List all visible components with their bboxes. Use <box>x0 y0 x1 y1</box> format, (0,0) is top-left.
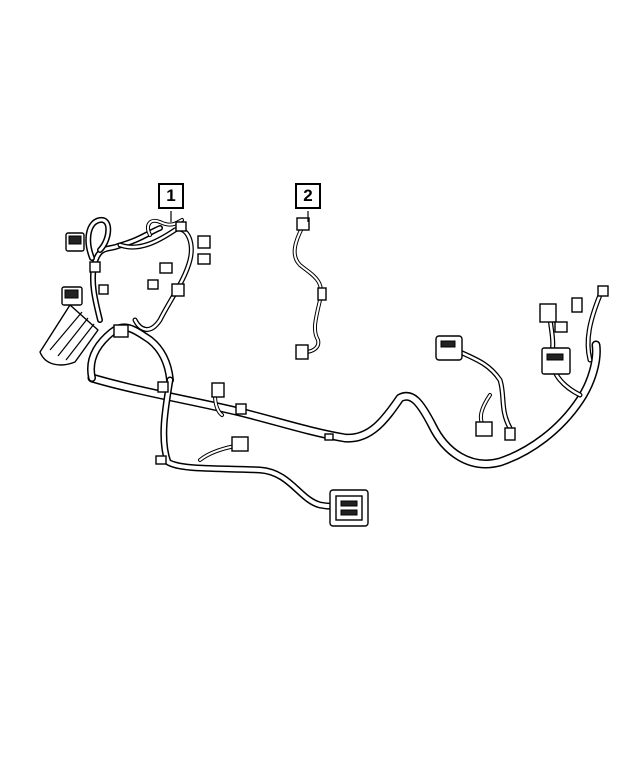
main-harness-connectors <box>61 221 609 527</box>
callout-1: 1 <box>158 183 184 209</box>
callout-2: 2 <box>295 183 321 209</box>
main-harness <box>39 217 603 510</box>
callout-1-label: 1 <box>166 186 176 205</box>
callout-2-label: 2 <box>303 186 313 205</box>
jumper-wire <box>292 217 327 360</box>
